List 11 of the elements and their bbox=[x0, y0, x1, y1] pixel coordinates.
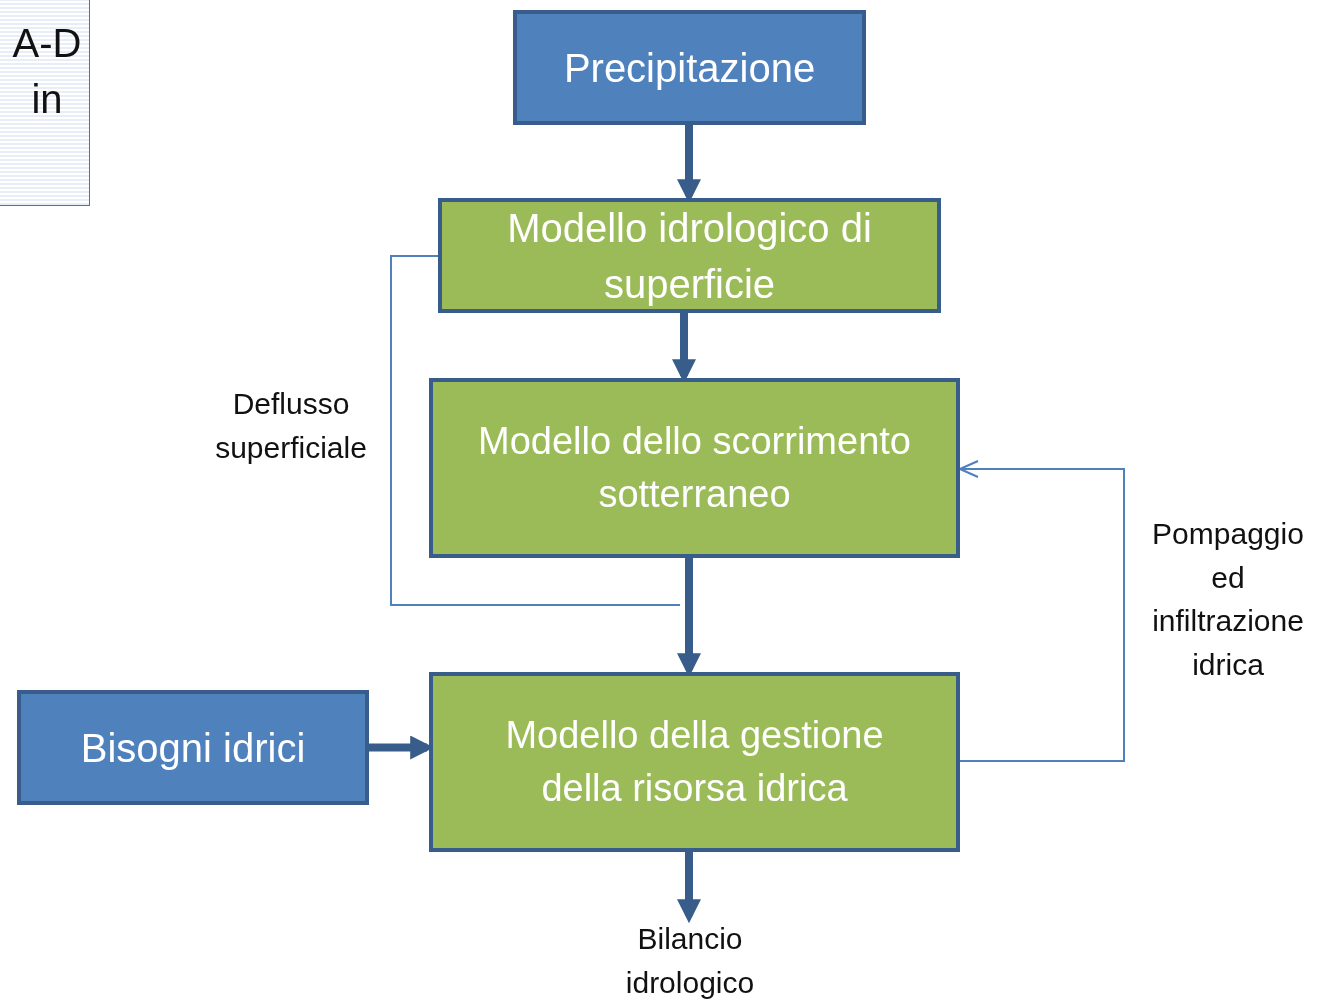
feedback-arrow bbox=[959, 460, 1125, 762]
process-box: Modello idrologico di superficie bbox=[438, 198, 941, 313]
edge-label: Deflusso superficiale bbox=[214, 386, 368, 466]
input-box: Precipitazione bbox=[513, 10, 866, 125]
output-text: Bilancio idrologico bbox=[600, 918, 780, 1003]
edge-label: Pompaggio ed infiltrazione idrica bbox=[1151, 516, 1305, 683]
process-box: Modello della gestione della risorsa idrica bbox=[429, 672, 960, 852]
flow-arrow bbox=[677, 852, 701, 924]
input-box: Bisogni idrici bbox=[17, 690, 369, 805]
note-box: A-D in bbox=[0, 0, 90, 206]
process-box: Modello dello scorrimento sotterraneo bbox=[429, 378, 960, 558]
